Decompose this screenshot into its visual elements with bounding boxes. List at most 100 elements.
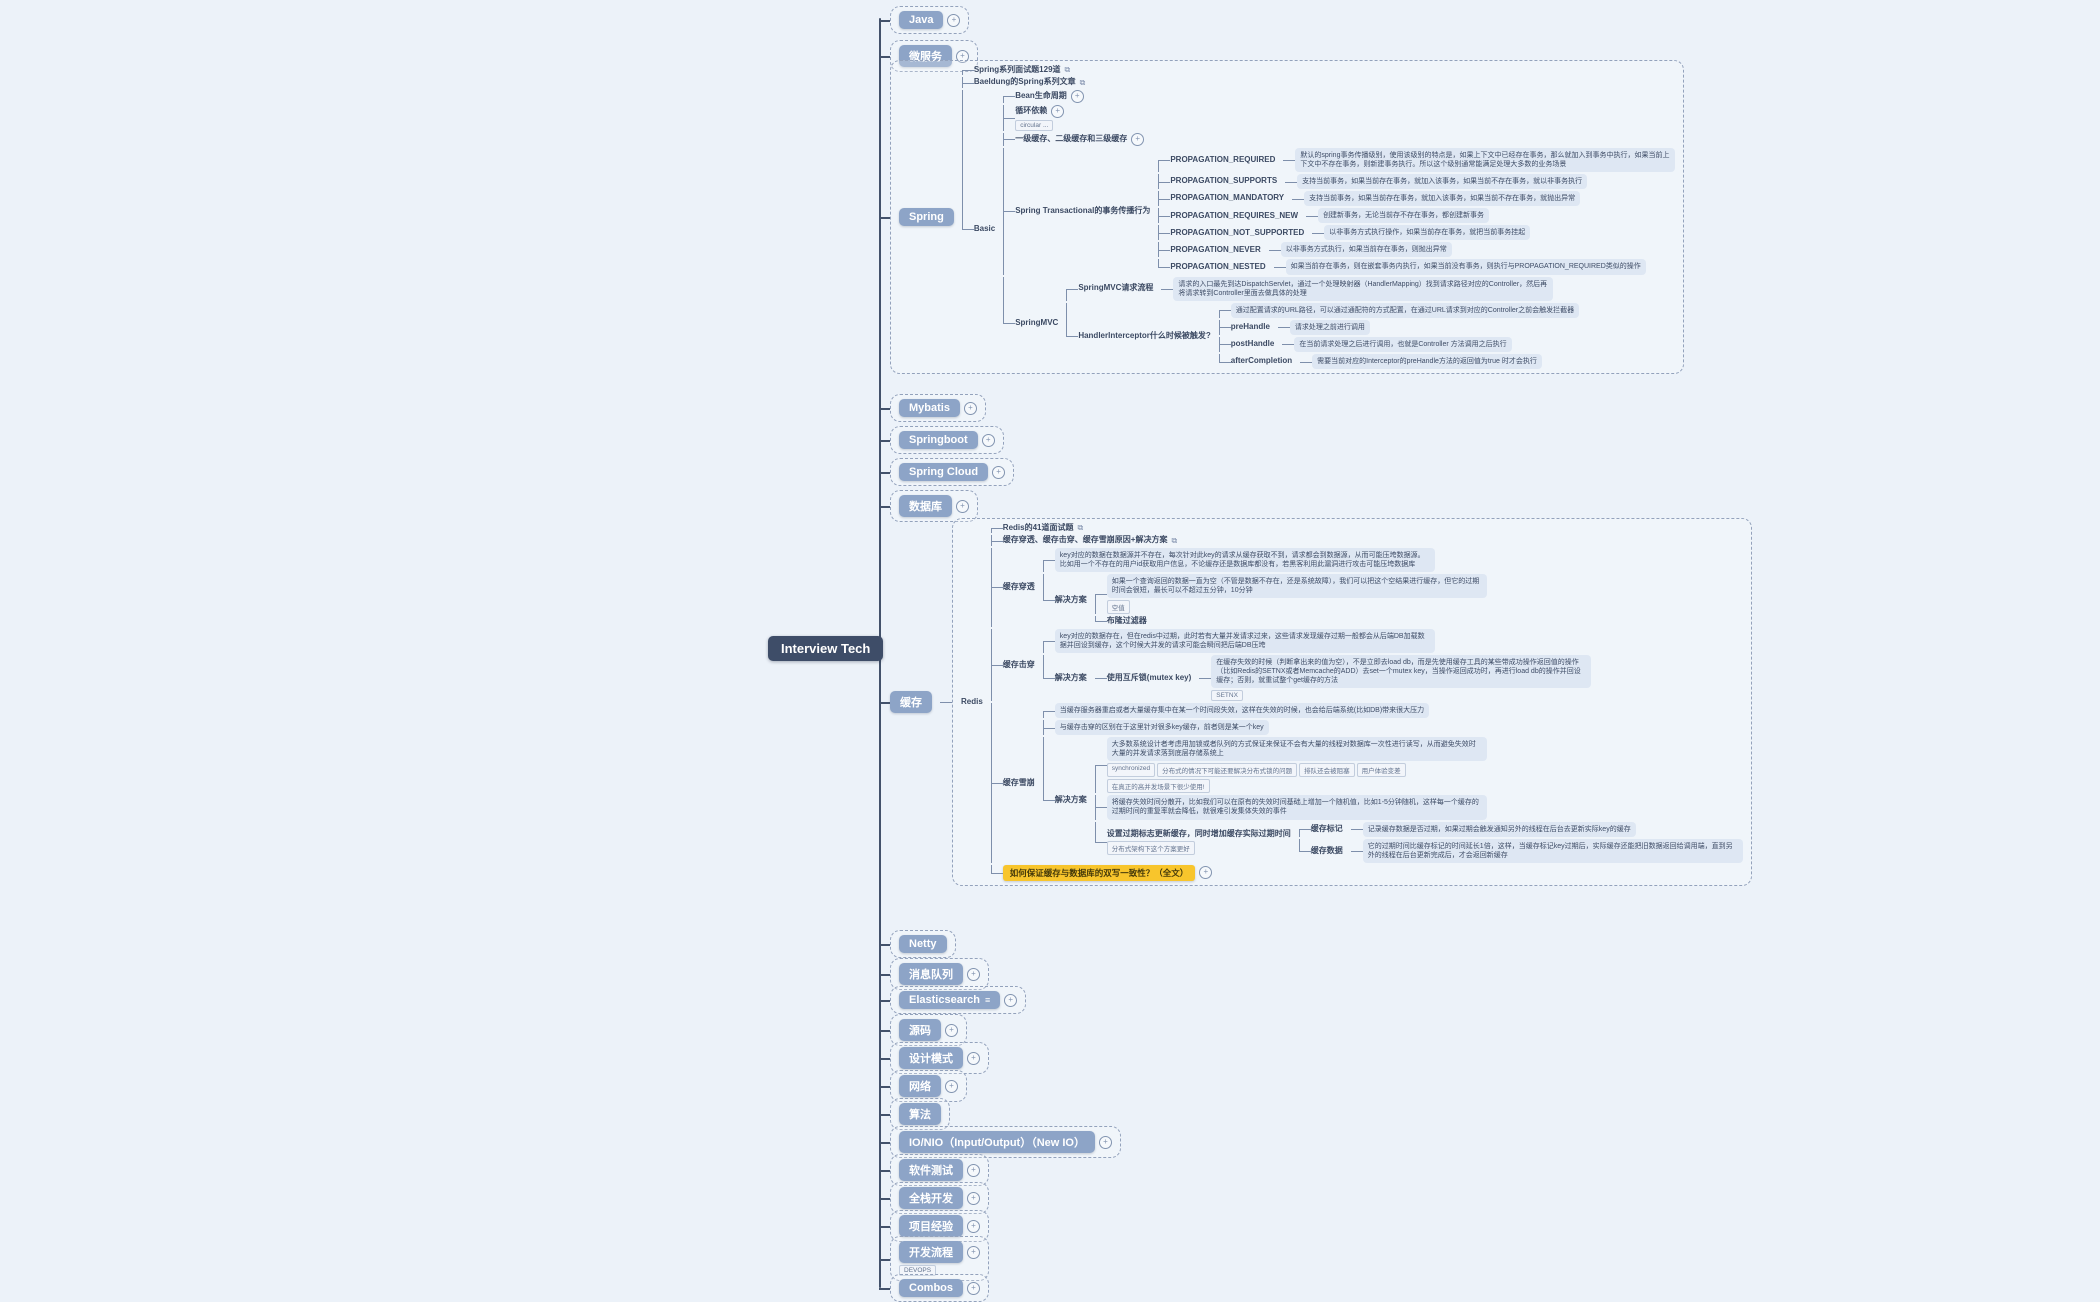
collapse-badge-icon[interactable]: + xyxy=(967,1245,980,1259)
topic-node[interactable]: 算法 xyxy=(899,1103,941,1125)
subtopic-node[interactable]: postHandle xyxy=(1230,339,1275,349)
subtopic-node[interactable]: 缓存数据 xyxy=(1310,845,1343,855)
external-link-icon[interactable]: ⧉ xyxy=(1077,523,1084,533)
collapse-badge-icon[interactable]: + xyxy=(1004,993,1018,1007)
subtopic-node[interactable]: Basic xyxy=(973,224,996,234)
collapse-badge-icon[interactable]: + xyxy=(967,1219,980,1233)
note-node[interactable]: 大多数系统设计者考虑用加锁或者队列的方式保证来保证不会有大量的线程对数据库一次性… xyxy=(1106,737,1487,762)
subtopic-node[interactable]: preHandle xyxy=(1230,322,1270,332)
subtopic-node[interactable]: 缓存雪崩 xyxy=(1002,777,1035,787)
external-link-icon[interactable]: ⧉ xyxy=(1064,65,1071,75)
subtopic-node[interactable]: 循环依赖 xyxy=(1015,106,1048,116)
subtopic-node[interactable]: 布隆过滤器 xyxy=(1106,616,1147,626)
collapse-badge-icon[interactable]: + xyxy=(967,1191,980,1205)
collapse-badge-icon[interactable]: + xyxy=(967,1051,980,1065)
external-link-icon[interactable]: ⧉ xyxy=(1079,77,1086,87)
topic-node[interactable]: Netty xyxy=(899,935,947,953)
collapse-badge-icon[interactable]: + xyxy=(945,1079,958,1093)
subtopic-node[interactable]: 设置过期标志更新缓存，同时增加缓存实际过期时间 xyxy=(1106,829,1291,839)
collapse-badge-icon[interactable]: + xyxy=(1051,104,1065,118)
collapse-badge-icon[interactable]: + xyxy=(1098,1135,1112,1149)
subtopic-node[interactable]: 缓存穿透、缓存击穿、缓存雪崩原因+解决方案 xyxy=(1002,535,1168,545)
note-node[interactable]: 请求处理之前进行调用 xyxy=(1289,319,1370,335)
collapse-badge-icon[interactable]: + xyxy=(1131,132,1145,146)
note-node[interactable]: key对应的数据在数据源并不存在，每次针对此key的请求从缓存获取不到，请求都会… xyxy=(1054,547,1435,572)
subtopic-node[interactable]: PROPAGATION_REQUIRED xyxy=(1170,154,1276,164)
collapse-badge-icon[interactable]: + xyxy=(1199,866,1213,880)
central-topic[interactable]: Interview Tech xyxy=(768,636,884,661)
note-node[interactable]: 如果当前存在事务，则在嵌套事务内执行，如果当前没有事务，则执行与PROPAGAT… xyxy=(1285,259,1646,275)
topic-node[interactable]: 源码 xyxy=(899,1019,941,1041)
subtopic-node[interactable]: 使用互斥锁(mutex key) xyxy=(1106,672,1192,682)
subtopic-node[interactable]: 缓存标记 xyxy=(1310,823,1343,833)
collapse-badge-icon[interactable]: + xyxy=(947,13,961,27)
note-node[interactable]: 以非事务方式执行操作，如果当前存在事务，就把当前事务挂起 xyxy=(1324,225,1531,241)
note-node[interactable]: 与缓存击穿的区别在于这里针对很多key缓存，前者则是某一个key xyxy=(1054,720,1269,736)
collapse-badge-icon[interactable]: + xyxy=(956,499,969,513)
collapse-badge-icon[interactable]: + xyxy=(967,967,980,981)
collapse-badge-icon[interactable]: + xyxy=(967,1163,980,1177)
collapse-badge-icon[interactable]: + xyxy=(981,433,995,447)
note-node[interactable]: 以非事务方式执行，如果当前存在事务，则抛出异常 xyxy=(1280,242,1452,258)
subtopic-node[interactable]: SpringMVC xyxy=(1015,317,1059,327)
collapse-badge-icon[interactable]: + xyxy=(956,49,969,63)
subtopic-node[interactable]: PROPAGATION_MANDATORY xyxy=(1170,193,1285,203)
subtopic-node[interactable]: 解决方案 xyxy=(1054,794,1087,804)
topic-node[interactable]: Elasticsearch≡ xyxy=(899,991,1001,1009)
subtopic-node[interactable]: Bean生命周期 xyxy=(1015,91,1067,101)
collapse-badge-icon[interactable]: + xyxy=(963,401,977,415)
subtopic-node[interactable]: PROPAGATION_NESTED xyxy=(1170,261,1266,271)
topic-node[interactable]: Mybatis xyxy=(899,399,960,417)
topic-node[interactable]: 软件测试 xyxy=(899,1159,963,1181)
collapse-badge-icon[interactable]: + xyxy=(992,465,1006,479)
note-node[interactable]: 需要当前对应的Interceptor的preHandle方法的返回值为true … xyxy=(1312,354,1542,370)
topic-node[interactable]: 设计模式 xyxy=(899,1047,963,1069)
note-node[interactable]: 支持当前事务，如果当前存在事务，就加入该事务，如果当前不存在事务，就以非事务执行 xyxy=(1297,173,1588,190)
note-node[interactable]: 创建新事务，无论当前存不存在事务，都创建新事务 xyxy=(1318,208,1490,224)
topic-node[interactable]: 开发流程 xyxy=(899,1241,963,1263)
subtopic-node[interactable]: HandlerInterceptor什么时候被触发? xyxy=(1078,330,1211,340)
subtopic-node[interactable]: SpringMVC请求流程 xyxy=(1078,283,1154,293)
topic-node[interactable]: 消息队列 xyxy=(899,963,963,985)
subtopic-node[interactable]: Baeldung的Spring系列文章 xyxy=(973,77,1076,87)
note-node[interactable]: 默认的spring事务传播级别，使用该级别的特点是，如果上下文中已经存在事务，那… xyxy=(1295,147,1676,172)
note-node[interactable]: 它的过期时间比缓存标记的时间延长1倍，这样，当缓存标记key过期后，实际缓存还能… xyxy=(1362,838,1743,863)
topic-node[interactable]: IO/NIO（Input/Output）（New IO） xyxy=(899,1131,1095,1153)
topic-node[interactable]: Spring Cloud xyxy=(899,463,989,481)
topic-node[interactable]: Java xyxy=(899,11,944,29)
subtopic-node[interactable]: 解决方案 xyxy=(1054,595,1087,605)
subtopic-node[interactable]: Spring系列面试题129道 xyxy=(973,65,1061,74)
subtopic-node[interactable]: afterCompletion xyxy=(1230,356,1293,366)
topic-node[interactable]: 网络 xyxy=(899,1075,941,1097)
note-node[interactable]: 请求的入口最先到达DispatchServlet，通过一个处理映射器（Handl… xyxy=(1173,276,1554,301)
subtopic-node[interactable]: PROPAGATION_NOT_SUPPORTED xyxy=(1170,227,1305,237)
note-node[interactable]: 支持当前事务，如果当前存在事务，就加入该事务，如果当前不存在事务，就抛出异常 xyxy=(1304,191,1581,207)
highlight-node[interactable]: 如何保证缓存与数据库的双写一致性？（全文） xyxy=(1002,864,1196,881)
topic-node[interactable]: 缓存 xyxy=(890,690,932,713)
note-node[interactable]: 当缓存服务器重启或者大量缓存集中在某一个时间段失效，这样在失效的时候，也会给后端… xyxy=(1054,703,1430,719)
subtopic-node[interactable]: 一级缓存、二级缓存和三级缓存 xyxy=(1015,134,1128,144)
note-node[interactable]: key对应的数据存在，但在redis中过期，此时若有大量并发请求过来，这些请求发… xyxy=(1054,628,1435,653)
topic-node[interactable]: Springboot xyxy=(899,431,978,449)
collapse-badge-icon[interactable]: + xyxy=(1070,89,1084,103)
collapse-badge-icon[interactable]: + xyxy=(945,1023,958,1037)
topic-node[interactable]: 全栈开发 xyxy=(899,1187,963,1209)
external-link-icon[interactable]: ⧉ xyxy=(1171,535,1178,545)
note-node[interactable]: 在缓存失效的时候（判断拿出来的值为空），不是立即去load db，而是先使用缓存… xyxy=(1211,654,1592,689)
note-node[interactable]: 通过配置请求的URL路径，可以通过通配符的方式配置，在通过URL请求到对应的Co… xyxy=(1230,302,1580,318)
topic-node[interactable]: Combos xyxy=(899,1279,963,1297)
subtopic-node[interactable]: PROPAGATION_NEVER xyxy=(1170,244,1261,254)
subtopic-node[interactable]: Spring Transactional的事务传播行为 xyxy=(1015,205,1151,215)
subtopic-node[interactable]: Redis xyxy=(961,696,983,706)
subtopic-node[interactable]: 缓存穿透 xyxy=(1002,581,1035,591)
subtopic-node[interactable]: 缓存击穿 xyxy=(1002,659,1035,669)
subtopic-node[interactable]: PROPAGATION_SUPPORTS xyxy=(1170,176,1278,186)
note-node[interactable]: 如果一个查询返回的数据一直为空（不管是数据不存在，还是系统故障），我们可以把这个… xyxy=(1106,573,1487,599)
note-node[interactable]: 记录缓存数据是否过期，如果过期会触发通知另外的线程在后台去更新实际key的缓存 xyxy=(1362,821,1636,837)
topic-node[interactable]: Spring xyxy=(899,208,954,227)
note-node[interactable]: 在当前请求处理之后进行调用，也就是Controller 方法调用之后执行 xyxy=(1294,336,1512,352)
subtopic-node[interactable]: 解决方案 xyxy=(1054,672,1087,682)
collapse-badge-icon[interactable]: + xyxy=(967,1281,980,1295)
topic-node[interactable]: 项目经验 xyxy=(899,1215,963,1237)
subtopic-node[interactable]: Redis的41道面试题 xyxy=(1002,523,1074,532)
